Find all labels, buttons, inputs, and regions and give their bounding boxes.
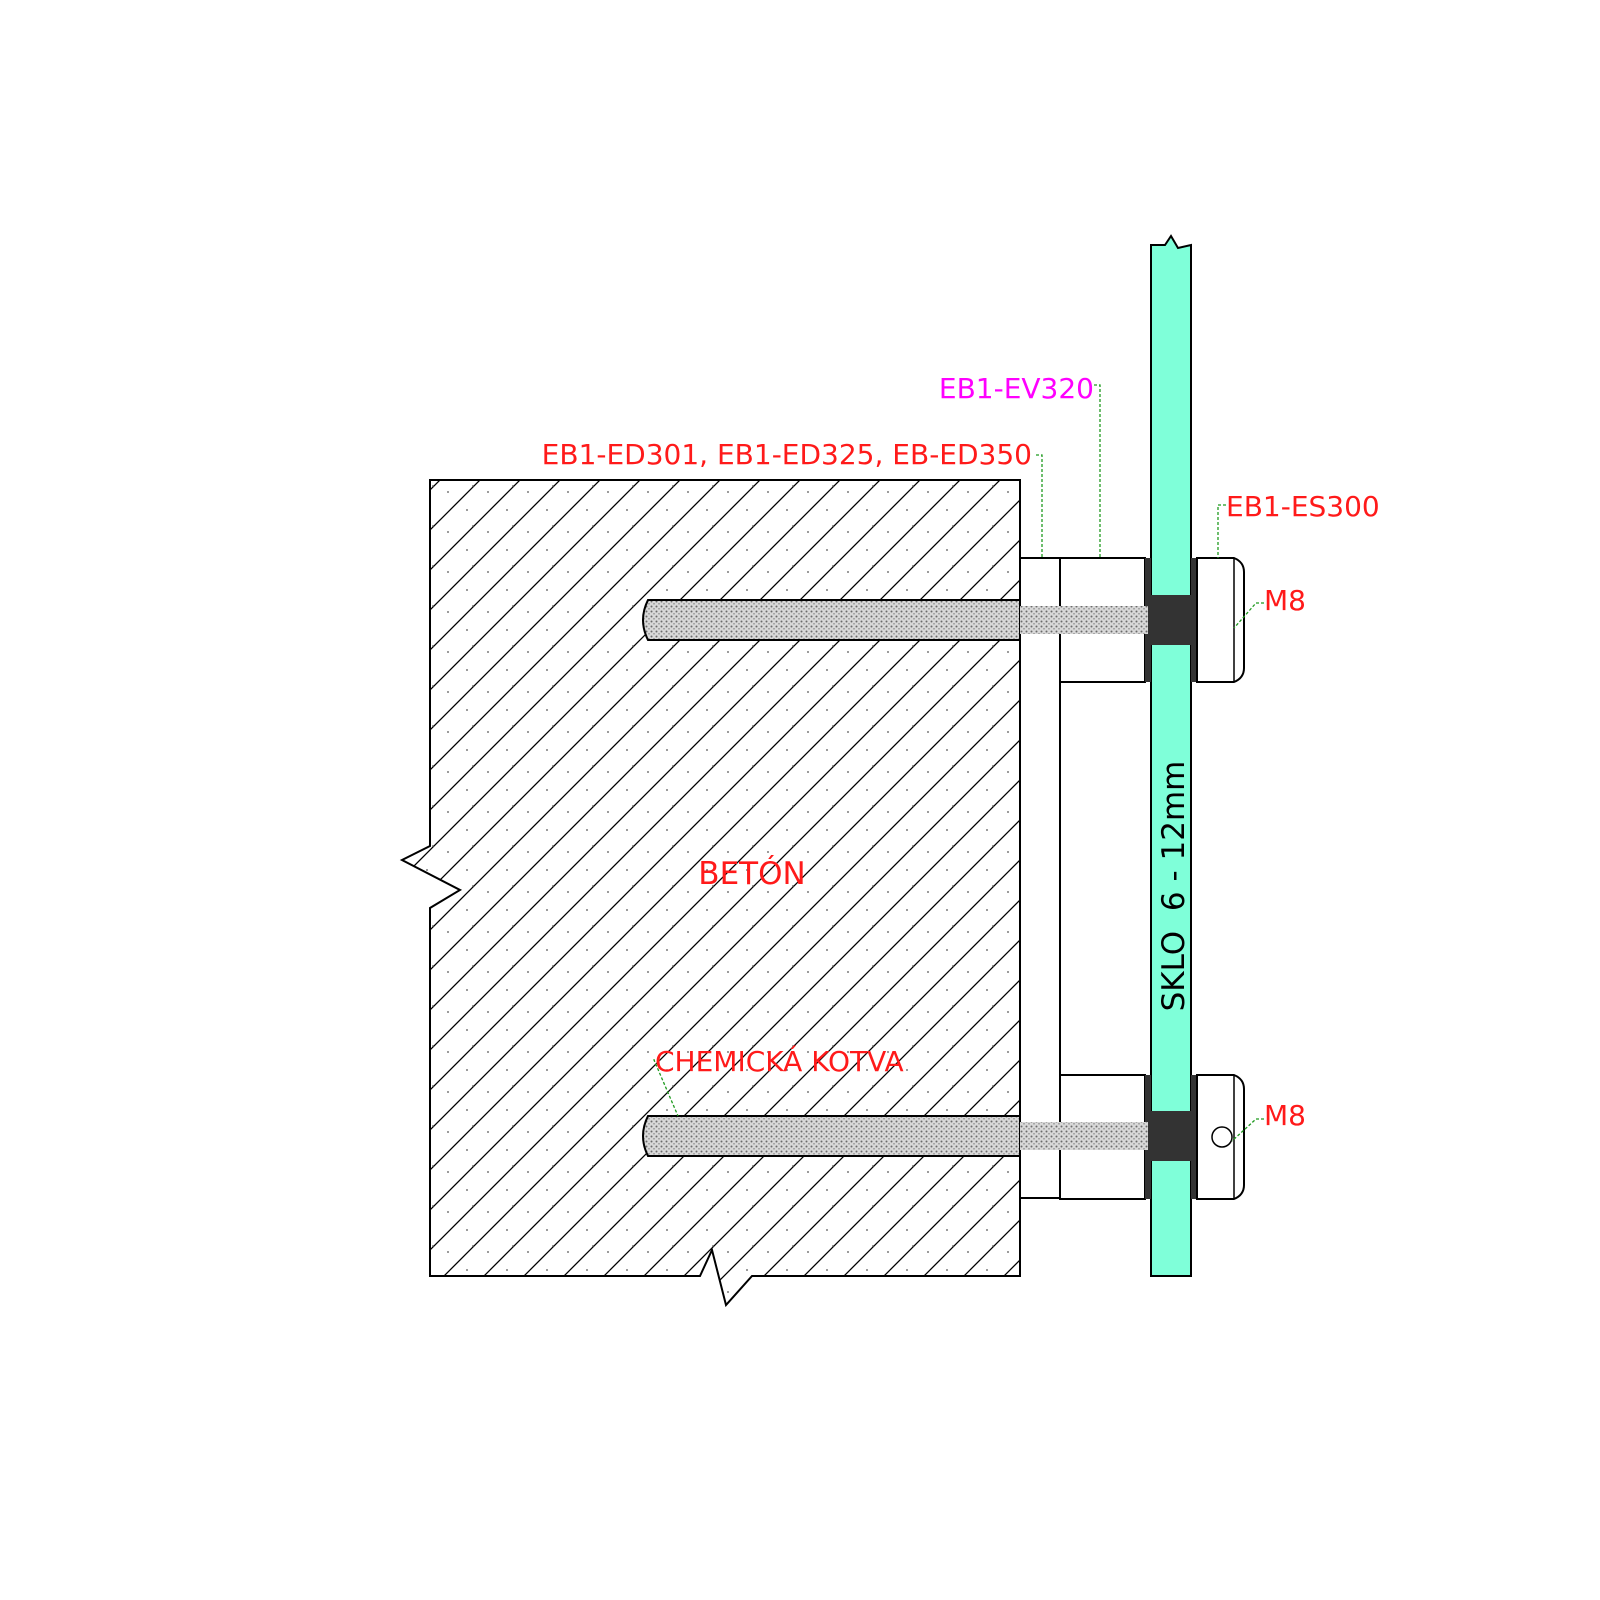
grub-screw-bottom	[1211, 1126, 1233, 1148]
leader-m8-top	[1233, 602, 1264, 629]
threaded-rod-top-through	[1020, 606, 1148, 634]
label-chemical-anchor: CHEMICKÁ KOTVA	[655, 1044, 904, 1078]
leader-es300	[1217, 504, 1226, 558]
threaded-rod-top	[642, 599, 1021, 641]
label-m8-top: M8	[1264, 584, 1306, 617]
label-es300: EB1-ES300	[1226, 490, 1380, 523]
label-ed-parts: EB1-ED301, EB1-ED325, EB-ED350	[542, 438, 1032, 471]
leader-ev320	[1094, 384, 1101, 558]
label-m8-bottom: M8	[1264, 1099, 1306, 1132]
leader-ed	[1036, 454, 1043, 558]
leader-m8-bottom	[1231, 1118, 1264, 1142]
distance-pad	[1019, 557, 1061, 1199]
label-glass: SKLO 6 - 12mm	[1156, 761, 1192, 1012]
threaded-rod-bottom-through	[1020, 1122, 1148, 1150]
threaded-rod-bottom	[642, 1115, 1021, 1157]
label-concrete: BETÓN	[698, 855, 805, 892]
glass-pane	[1150, 234, 1192, 1277]
cap-nut-bottom	[1196, 1074, 1245, 1200]
leader-chemical-anchor	[653, 1059, 679, 1117]
cap-nut-top	[1196, 557, 1245, 683]
label-ev320: EB1-EV320	[939, 372, 1094, 405]
glass-bolt-sleeve-top	[1145, 595, 1197, 645]
concrete-block	[399, 479, 1021, 1308]
glass-bolt-sleeve-bottom	[1145, 1111, 1197, 1161]
